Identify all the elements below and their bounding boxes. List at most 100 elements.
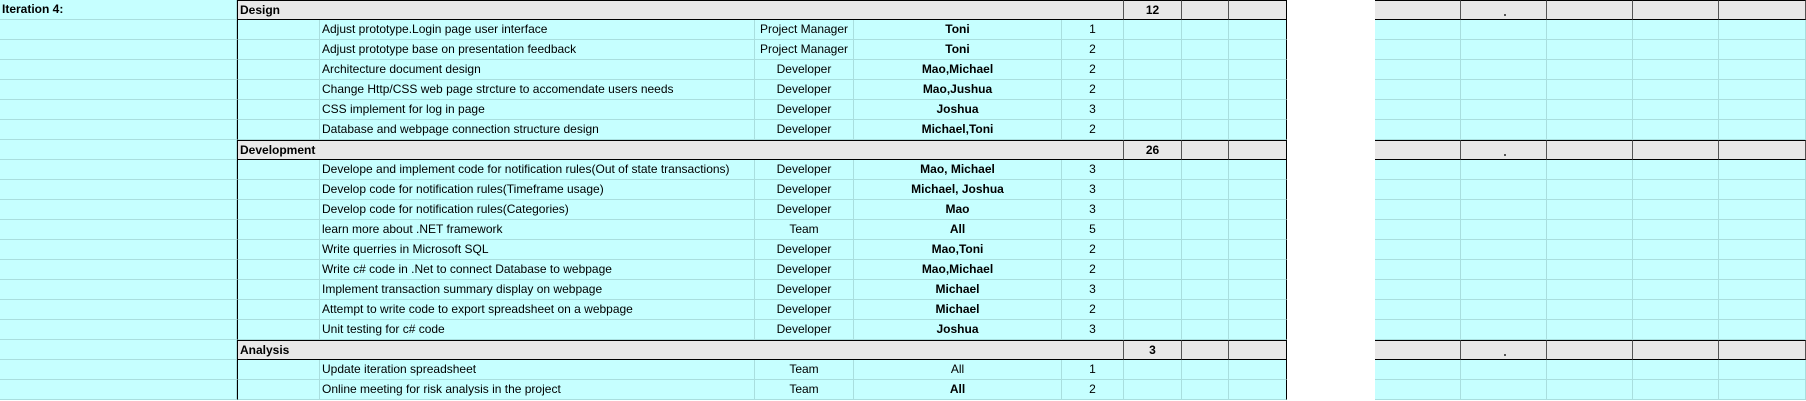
cell[interactable] xyxy=(1461,340,1547,360)
task-owner[interactable]: Mao,Michael xyxy=(854,60,1062,80)
cell[interactable] xyxy=(1375,20,1461,40)
cell[interactable] xyxy=(1719,100,1806,120)
task-name[interactable]: Online meeting for risk analysis in the … xyxy=(320,380,755,400)
task-name[interactable]: Adjust prototype base on presentation fe… xyxy=(320,40,755,60)
cell[interactable] xyxy=(1547,100,1633,120)
task-owner[interactable]: Mao,Jushua xyxy=(854,80,1062,100)
cell[interactable] xyxy=(0,340,237,360)
cell[interactable] xyxy=(1375,120,1461,140)
task-name[interactable]: Adjust prototype.Login page user interfa… xyxy=(320,20,755,40)
cell[interactable] xyxy=(1124,240,1182,260)
cell[interactable] xyxy=(1124,380,1182,400)
cell[interactable] xyxy=(0,180,237,200)
cell[interactable] xyxy=(1287,320,1375,340)
cell[interactable] xyxy=(237,260,320,280)
cell[interactable] xyxy=(0,120,237,140)
cell[interactable] xyxy=(237,300,320,320)
cell[interactable] xyxy=(1547,260,1633,280)
task-role[interactable]: Developer xyxy=(755,320,854,340)
cell[interactable] xyxy=(1461,380,1547,400)
cell[interactable] xyxy=(1461,360,1547,380)
cell[interactable] xyxy=(1375,340,1461,360)
cell[interactable] xyxy=(1719,60,1806,80)
cell[interactable] xyxy=(1287,0,1375,20)
cell[interactable] xyxy=(1375,300,1461,320)
task-role[interactable]: Team xyxy=(755,220,854,240)
cell[interactable] xyxy=(1124,180,1182,200)
task-role[interactable]: Developer xyxy=(755,260,854,280)
cell[interactable] xyxy=(1182,100,1229,120)
task-points[interactable]: 2 xyxy=(1062,120,1124,140)
task-name[interactable]: Change Http/CSS web page strcture to acc… xyxy=(320,80,755,100)
cell[interactable] xyxy=(1547,340,1633,360)
task-name[interactable]: Develop code for notification rules(Time… xyxy=(320,180,755,200)
task-role[interactable]: Project Manager xyxy=(755,40,854,60)
task-role[interactable]: Developer xyxy=(755,60,854,80)
cell[interactable] xyxy=(1287,60,1375,80)
task-name[interactable]: learn more about .NET framework xyxy=(320,220,755,240)
cell[interactable] xyxy=(1229,120,1287,140)
task-owner[interactable]: All xyxy=(854,360,1062,380)
cell[interactable] xyxy=(1124,20,1182,40)
cell[interactable] xyxy=(1182,340,1229,360)
cell[interactable] xyxy=(1461,200,1547,220)
cell[interactable] xyxy=(0,360,237,380)
cell[interactable] xyxy=(1461,60,1547,80)
task-role[interactable]: Developer xyxy=(755,80,854,100)
cell[interactable] xyxy=(0,260,237,280)
cell[interactable] xyxy=(1461,140,1547,160)
task-owner[interactable]: Mao,Toni xyxy=(854,240,1062,260)
task-role[interactable]: Developer xyxy=(755,160,854,180)
cell[interactable] xyxy=(1229,280,1287,300)
cell[interactable] xyxy=(1287,360,1375,380)
cell[interactable] xyxy=(237,120,320,140)
cell[interactable] xyxy=(0,240,237,260)
cell[interactable] xyxy=(1461,240,1547,260)
cell[interactable] xyxy=(1633,380,1719,400)
cell[interactable] xyxy=(1182,120,1229,140)
cell[interactable] xyxy=(0,300,237,320)
cell[interactable] xyxy=(1719,180,1806,200)
cell[interactable] xyxy=(1229,100,1287,120)
cell[interactable] xyxy=(1547,140,1633,160)
task-role[interactable]: Developer xyxy=(755,100,854,120)
cell[interactable] xyxy=(1461,300,1547,320)
task-name[interactable]: Attempt to write code to export spreadsh… xyxy=(320,300,755,320)
task-owner[interactable]: Joshua xyxy=(854,100,1062,120)
task-owner[interactable]: All xyxy=(854,220,1062,240)
cell[interactable] xyxy=(1229,340,1287,360)
cell[interactable] xyxy=(1719,80,1806,100)
cell[interactable] xyxy=(1182,220,1229,240)
cell[interactable] xyxy=(1375,380,1461,400)
task-points[interactable]: 3 xyxy=(1062,280,1124,300)
section-total[interactable]: 26 xyxy=(1124,140,1182,160)
cell[interactable] xyxy=(1287,140,1375,160)
cell[interactable] xyxy=(237,160,320,180)
cell[interactable] xyxy=(0,60,237,80)
task-points[interactable]: 2 xyxy=(1062,380,1124,400)
cell[interactable] xyxy=(1229,240,1287,260)
cell[interactable] xyxy=(1633,360,1719,380)
cell[interactable] xyxy=(1719,260,1806,280)
task-name[interactable]: Implement transaction summary display on… xyxy=(320,280,755,300)
task-role[interactable]: Developer xyxy=(755,180,854,200)
cell[interactable] xyxy=(1182,80,1229,100)
cell[interactable] xyxy=(1719,40,1806,60)
cell[interactable] xyxy=(1182,260,1229,280)
iteration-label[interactable]: Iteration 4: xyxy=(0,0,237,20)
task-points[interactable]: 2 xyxy=(1062,260,1124,280)
cell[interactable] xyxy=(1124,280,1182,300)
cell[interactable] xyxy=(1182,240,1229,260)
cell[interactable] xyxy=(1719,380,1806,400)
cell[interactable] xyxy=(1287,100,1375,120)
cell[interactable] xyxy=(0,20,237,40)
cell[interactable] xyxy=(1633,160,1719,180)
cell[interactable] xyxy=(1719,280,1806,300)
task-points[interactable]: 3 xyxy=(1062,320,1124,340)
task-owner[interactable]: Mao,Michael xyxy=(854,260,1062,280)
cell[interactable] xyxy=(1547,320,1633,340)
cell[interactable] xyxy=(1182,200,1229,220)
task-owner[interactable]: All xyxy=(854,380,1062,400)
cell[interactable] xyxy=(1229,200,1287,220)
cell[interactable] xyxy=(1633,120,1719,140)
